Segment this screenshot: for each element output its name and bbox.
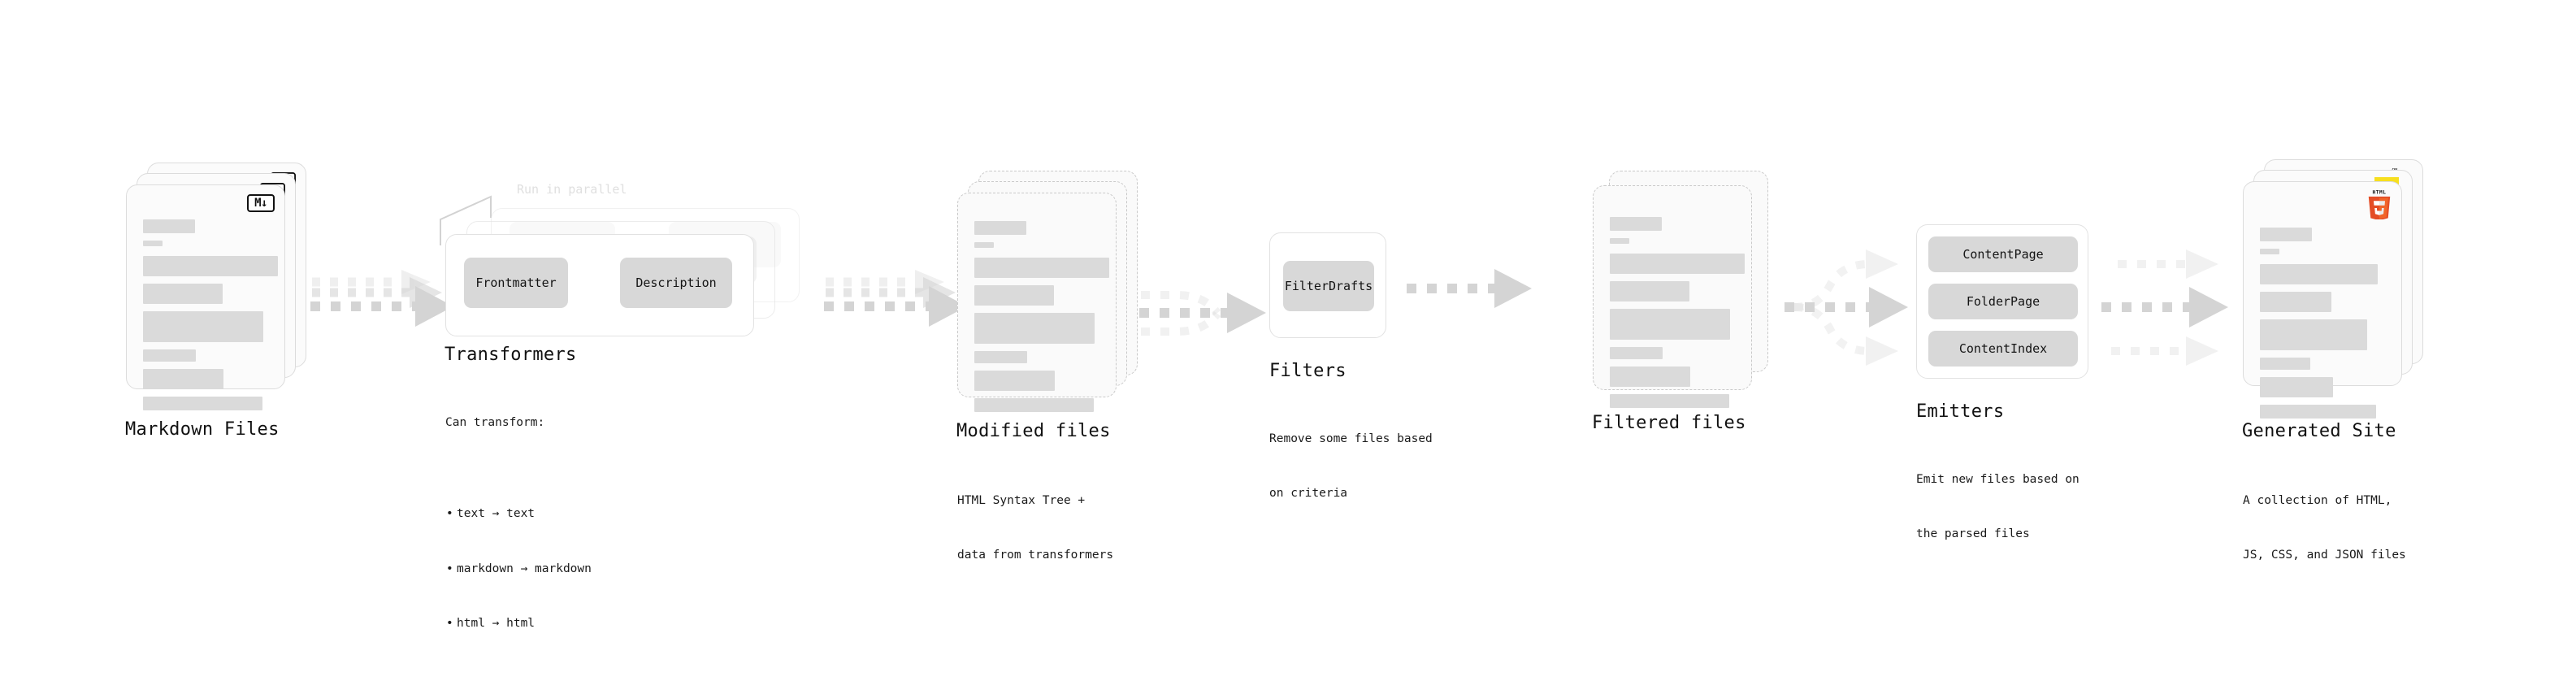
description-line: data from transformers xyxy=(957,549,1114,562)
description-line: JS, CSS, and JSON files xyxy=(2243,549,2406,562)
run-in-parallel-bracket-icon xyxy=(440,195,492,245)
stage-generated-site: CSS HTML xyxy=(2242,159,2423,562)
description-line: Remove some files based xyxy=(1269,432,1433,445)
emitter-chip-contentpage[interactable]: ContentPage xyxy=(1928,236,2078,272)
file-skeleton-bars xyxy=(2260,228,2387,426)
skeleton-bar xyxy=(2260,319,2367,350)
transformers-bullet-list: text → text markdown → markdown html → h… xyxy=(445,468,592,669)
filtered-file-card-front xyxy=(1593,185,1752,408)
list-item: html → html xyxy=(446,614,592,633)
skeleton-bar xyxy=(1610,347,1663,359)
skeleton-bar xyxy=(974,258,1109,278)
fan-in-arrows-icon xyxy=(1139,291,1266,336)
skeleton-bar xyxy=(974,371,1055,391)
description-line: Emit new files based on xyxy=(1916,472,2079,486)
list-item: markdown → markdown xyxy=(446,560,592,579)
skeleton-bar xyxy=(143,311,263,342)
fan-out-arrows-icon xyxy=(1785,249,1908,366)
list-item: text → text xyxy=(446,505,592,523)
stage-title-emitters: Emitters xyxy=(1916,401,2005,422)
skeleton-bar xyxy=(1610,217,1662,231)
stage-title-transformers: Transformers xyxy=(445,345,577,365)
stage-markdown-files: M↓ M↓ M↓ Markdown Files xyxy=(125,163,306,440)
skeleton-bar xyxy=(974,285,1054,306)
skeleton-bar xyxy=(1610,309,1730,340)
arrow-modified-to-filters xyxy=(1130,260,1292,369)
skeleton-bar xyxy=(1610,367,1690,387)
skeleton-bar xyxy=(1610,394,1729,408)
skeleton-bar xyxy=(2260,405,2376,419)
skeleton-bar xyxy=(143,349,196,362)
transformer-chip-description[interactable]: Description xyxy=(620,258,732,308)
skeleton-bar xyxy=(974,221,1026,235)
skeleton-bar xyxy=(2260,228,2312,241)
filtered-file-card-stack xyxy=(1593,171,1768,408)
skeleton-bar xyxy=(2260,377,2333,397)
stage-title-modified-files: Modified files xyxy=(956,421,1111,441)
stage-title-generated-site: Generated Site xyxy=(2242,421,2396,441)
arrow-transformers-to-modified xyxy=(821,268,983,336)
skeleton-bar xyxy=(143,256,278,276)
transformers-description-line: Can transform: xyxy=(445,415,545,429)
description-line: A collection of HTML, xyxy=(2243,493,2392,507)
skeleton-bar xyxy=(143,369,223,389)
parallel-arrows-icon xyxy=(824,270,967,327)
transformer-group-front: Frontmatter Description xyxy=(445,234,754,336)
skeleton-bar xyxy=(1610,238,1629,244)
filters-group-box: FilterDrafts xyxy=(1269,232,1386,338)
parallel-arrows-icon xyxy=(2101,249,2228,366)
arrow-emitters-to-site xyxy=(2100,240,2262,381)
skeleton-bar xyxy=(2260,292,2331,312)
skeleton-bar xyxy=(1610,281,1689,301)
skeleton-bar xyxy=(2260,264,2378,284)
skeleton-bar xyxy=(2260,358,2310,370)
file-skeleton-bars xyxy=(1610,217,1745,415)
file-skeleton-bars xyxy=(143,219,278,418)
stage-title-filters: Filters xyxy=(1269,361,1347,381)
parallel-arrows-icon xyxy=(310,270,453,327)
modified-file-card-front xyxy=(957,193,1117,412)
skeleton-bar xyxy=(143,284,223,304)
arrow-filtered-to-emitters xyxy=(1780,240,1942,381)
single-arrow-icon xyxy=(1407,269,1532,308)
emitters-group-box: ContentPage FolderPage ContentIndex xyxy=(1916,224,2088,379)
stage-title-filtered-files: Filtered files xyxy=(1592,413,1746,433)
emitter-chip-folderpage[interactable]: FolderPage xyxy=(1928,284,2078,319)
skeleton-bar xyxy=(2260,249,2279,254)
skeleton-bar xyxy=(143,241,163,246)
file-skeleton-bars xyxy=(974,221,1109,419)
stage-filtered-files: Filtered files xyxy=(1592,171,1768,433)
arrow-md-to-transformers xyxy=(307,268,470,336)
emitter-chip-contentindex[interactable]: ContentIndex xyxy=(1928,331,2078,367)
emitters-description: Emit new files based on the parsed files xyxy=(1916,434,2079,580)
skeleton-bar xyxy=(974,313,1095,344)
stage-modified-files: Modified files HTML Syntax Tree + data f… xyxy=(956,171,1138,562)
generated-site-description: A collection of HTML, JS, CSS, and JSON … xyxy=(2243,455,2406,601)
transformers-description: Can transform: text → text markdown → ma… xyxy=(445,377,592,681)
markdown-file-card-stack: M↓ M↓ M↓ xyxy=(126,163,306,410)
description-line: on criteria xyxy=(1269,487,1348,501)
generated-site-card-stack: CSS HTML xyxy=(2243,159,2423,419)
skeleton-bar xyxy=(143,397,262,410)
skeleton-bar xyxy=(143,219,195,233)
filter-chip-filterdrafts[interactable]: FilterDrafts xyxy=(1283,261,1374,311)
skeleton-bar xyxy=(974,242,994,248)
html5-icon: HTML xyxy=(2368,190,2391,219)
description-line: HTML Syntax Tree + xyxy=(957,493,1086,507)
skeleton-bar xyxy=(974,351,1027,363)
filters-description: Remove some files based on criteria xyxy=(1269,393,1433,540)
description-line: the parsed files xyxy=(1916,527,2030,541)
skeleton-bar xyxy=(1610,254,1745,274)
skeleton-bar xyxy=(974,398,1094,412)
run-in-parallel-label: Run in parallel xyxy=(517,182,627,197)
markdown-file-card-front: M↓ xyxy=(126,184,285,410)
modified-file-card-stack xyxy=(957,171,1138,412)
modified-files-description: HTML Syntax Tree + data from transformer… xyxy=(957,455,1113,601)
stage-title-markdown-files: Markdown Files xyxy=(125,419,280,440)
markdown-icon: M↓ xyxy=(247,194,275,212)
site-file-card-html: HTML xyxy=(2243,181,2402,419)
transformer-chip-frontmatter[interactable]: Frontmatter xyxy=(464,258,568,308)
svg-text:HTML: HTML xyxy=(2373,190,2387,196)
arrow-filters-to-filtered xyxy=(1402,264,1556,316)
